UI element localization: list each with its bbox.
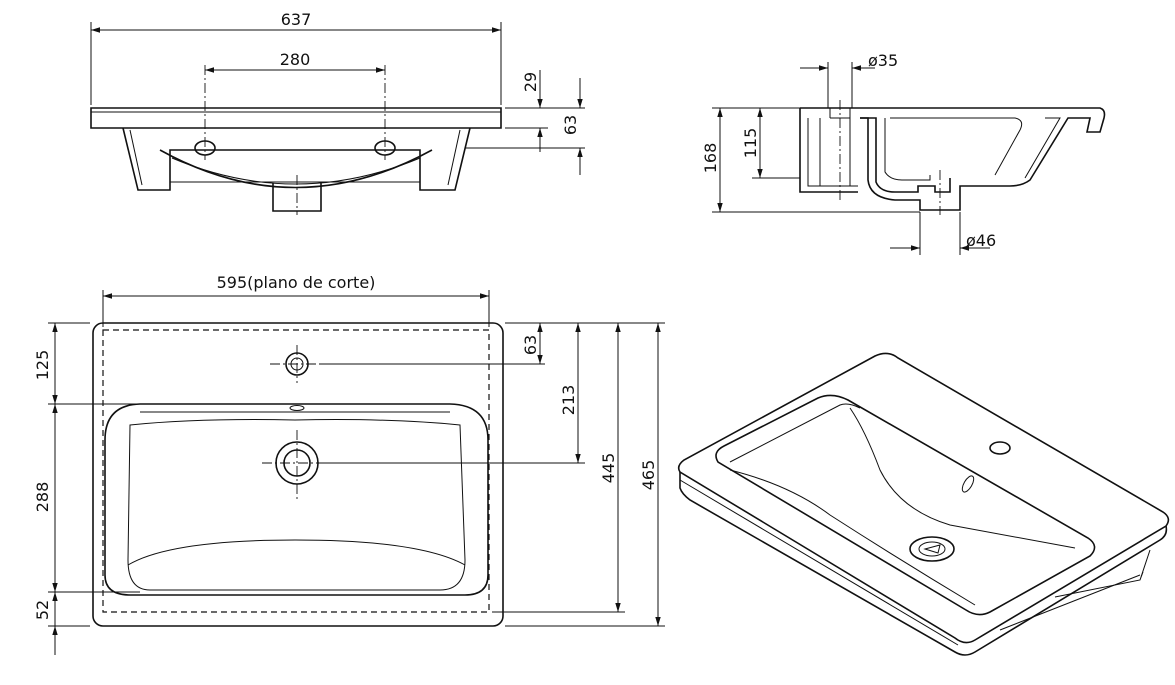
tap-offset-top-label: 125 (33, 350, 52, 381)
inner-height-label: 115 (741, 128, 760, 159)
rim-height-label: 29 (521, 72, 540, 92)
tap-spacing-label: 280 (280, 50, 311, 69)
front-view: 637 280 29 63 (90, 10, 585, 215)
depth-to-drain-label: 63 (561, 115, 580, 135)
drain-position-label: 213 (559, 385, 578, 416)
overall-depth-label: 465 (639, 460, 658, 491)
tap-hole-diameter-label: ø35 (868, 51, 898, 70)
width-label: 637 (281, 10, 312, 29)
drain-diameter-label: ø46 (966, 231, 996, 250)
cut-depth-label: 445 (599, 453, 618, 484)
cut-width-label: 595(plano de corte) (217, 273, 376, 292)
total-height-label: 168 (701, 143, 720, 174)
side-view: ø35 168 115 ø46 (701, 51, 1106, 255)
tap-to-edge-label: 63 (521, 335, 540, 355)
top-view: 595(plano de corte) 125 288 52 63 213 44… (33, 273, 665, 655)
front-margin-label: 52 (33, 600, 52, 620)
isometric-view (677, 352, 1170, 656)
bowl-depth-label: 288 (33, 482, 52, 513)
